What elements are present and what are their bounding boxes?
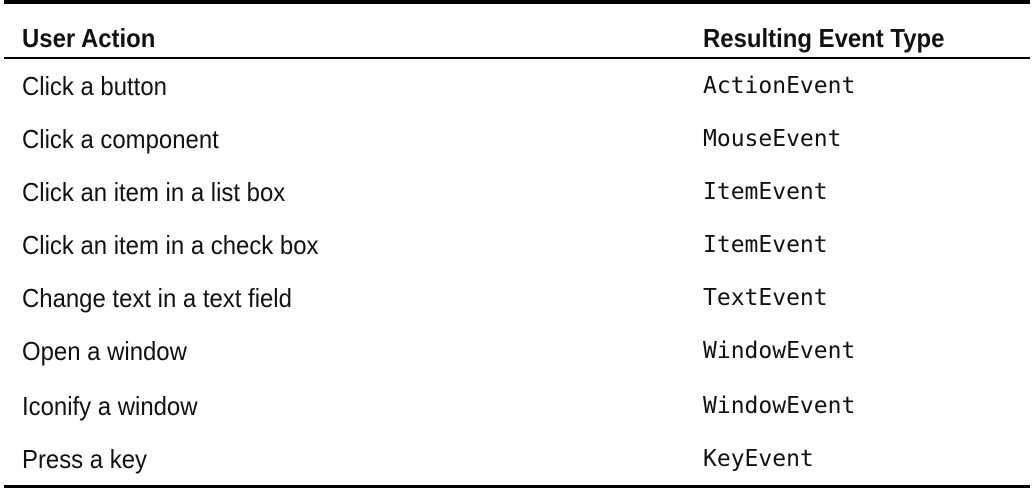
row-user-action: Change text in a text field <box>22 283 292 313</box>
table-row: Click an item in a list box ItemEvent <box>0 166 1034 219</box>
row-user-action: Press a key <box>22 444 147 474</box>
header-user-action: User Action <box>22 23 156 53</box>
row-user-action: Open a window <box>22 336 187 366</box>
table-row: Press a key KeyEvent <box>0 433 1034 486</box>
row-event-type: WindowEvent <box>703 393 856 419</box>
row-event-type: ItemEvent <box>703 232 828 258</box>
table-row: Click a component MouseEvent <box>0 113 1034 166</box>
table-bottom-rule <box>4 485 1030 488</box>
row-event-type: ItemEvent <box>703 179 828 205</box>
row-event-type: WindowEvent <box>703 338 856 364</box>
table-row: Change text in a text field TextEvent <box>0 272 1034 325</box>
table-row: Click an item in a check box ItemEvent <box>0 219 1034 272</box>
table-row: Iconify a window WindowEvent <box>0 380 1034 433</box>
row-event-type: TextEvent <box>703 285 828 311</box>
row-user-action: Click a component <box>22 124 219 154</box>
header-resulting-event-type: Resulting Event Type <box>703 23 945 53</box>
table-header-rule <box>4 57 1030 59</box>
table-header-row: User Action Resulting Event Type <box>0 12 1034 65</box>
row-event-type: MouseEvent <box>703 126 842 152</box>
table-row: Open a window WindowEvent <box>0 325 1034 378</box>
row-user-action: Iconify a window <box>22 391 198 421</box>
table-top-rule <box>4 0 1030 4</box>
table-row: Click a button ActionEvent <box>0 60 1034 113</box>
row-user-action: Click a button <box>22 71 167 101</box>
row-user-action: Click an item in a check box <box>22 230 319 260</box>
row-user-action: Click an item in a list box <box>22 177 286 207</box>
row-event-type: ActionEvent <box>703 73 856 99</box>
row-event-type: KeyEvent <box>703 446 814 472</box>
